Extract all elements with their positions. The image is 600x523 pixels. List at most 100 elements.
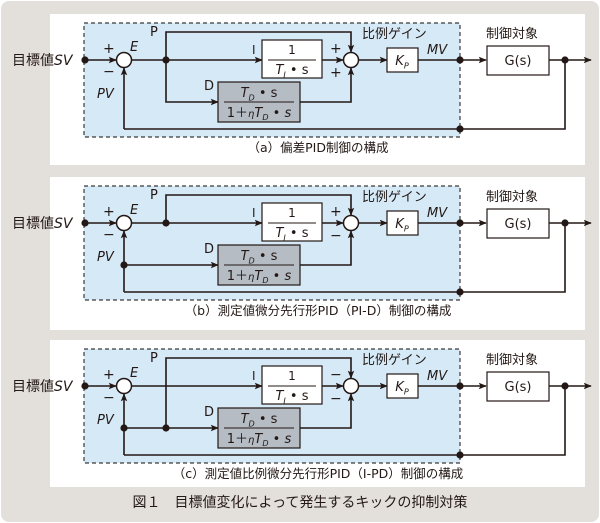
derivative-numerator: TD • s: [241, 86, 278, 102]
error-sum-sign-plus: +: [103, 41, 115, 57]
proportional-gain-title: 比例ゲイン: [362, 353, 427, 368]
integral-block: 1 TI • s: [261, 39, 323, 79]
output-sum-sign-top: −: [330, 367, 342, 383]
derivative-input-line: [165, 60, 219, 106]
plant-block: G(s): [486, 45, 550, 76]
proportional-branch-line: [165, 194, 355, 223]
proportional-gain-title: 比例ゲイン: [362, 27, 427, 42]
error-sum-sign-plus: +: [103, 367, 115, 383]
derivative-to-sum-line: [300, 393, 355, 429]
output-sum-sign-bottom: −: [330, 228, 342, 244]
panel-caption: （a）偏差PID制御の構成: [247, 140, 388, 155]
pv-label: PV: [97, 250, 115, 265]
feedback-line: [124, 386, 566, 456]
pv-label: PV: [97, 413, 115, 428]
integral-label: I: [252, 369, 256, 383]
feedback-dot: [456, 288, 464, 296]
setpoint-label: 目標値SV: [12, 53, 74, 69]
proportional-gain-title: 比例ゲイン: [362, 190, 427, 205]
integral-numerator: 1: [288, 369, 296, 383]
output-summing-junction: [342, 51, 360, 69]
derivative-block: TD • s 1＋ηTD • s: [217, 407, 301, 449]
setpoint-label: 目標値SV: [12, 379, 74, 395]
integral-block-box: [261, 365, 323, 405]
panel-caption: （b）測定値微分先行形PID（PI-D）制御の構成: [185, 303, 452, 318]
derivative-to-sum-line: [300, 230, 355, 266]
proportional-label: P: [150, 351, 158, 366]
output-sum-sign-top: +: [330, 204, 342, 220]
plant-title: 制御対象: [486, 353, 538, 368]
mv-label: MV: [427, 43, 448, 58]
output-sum-sign-bottom: +: [330, 65, 342, 81]
integral-block: 1 TI • s: [261, 365, 323, 405]
plant-transfer-function: G(s): [505, 380, 532, 395]
output-summing-junction: [342, 214, 360, 232]
error-sum-sign-minus: −: [103, 64, 115, 80]
panel-caption: （c）測定値比例微分先行形PID（I-PD）制御の構成: [173, 466, 464, 481]
error-label: E: [130, 40, 139, 55]
derivative-numerator: TD • s: [241, 249, 278, 265]
feedback-dot: [456, 451, 464, 459]
plant-block: G(s): [486, 371, 550, 402]
error-label: E: [130, 203, 139, 218]
error-sum-sign-minus: −: [103, 390, 115, 406]
derivative-to-sum-line: [300, 67, 355, 103]
integral-denominator: TI • s: [275, 226, 308, 242]
plant-title: 制御対象: [486, 190, 538, 205]
panel-a: 目標値SV + −E PV I P D 1 TI • s TD • s 1＋ηTD • s + + 比例ゲ…: [12, 14, 592, 165]
gain-label: KP: [395, 217, 409, 233]
proportional-label: P: [150, 188, 158, 203]
integral-denominator: TI • s: [275, 389, 308, 405]
proportional-branch-line: [165, 31, 355, 60]
integral-label: I: [252, 43, 256, 57]
derivative-numerator: TD • s: [241, 412, 278, 428]
figure-caption: 図１ 目標値変化によって発生するキックの抑制対策: [133, 494, 468, 511]
feedback-dot: [456, 125, 464, 133]
derivative-denominator: 1＋ηTD • s: [227, 269, 292, 285]
error-label: E: [130, 366, 139, 381]
derivative-block: TD • s 1＋ηTD • s: [217, 244, 301, 286]
setpoint-label: 目標値SV: [12, 216, 74, 232]
mv-label: MV: [427, 369, 448, 384]
plant-transfer-function: G(s): [505, 54, 532, 69]
process-output-dot: [561, 219, 569, 227]
feedback-line: [124, 223, 566, 293]
derivative-denominator: 1＋ηTD • s: [227, 106, 292, 122]
integral-block-box: [261, 202, 323, 242]
proportional-gain-block: KP: [386, 47, 419, 73]
proportional-branch-line: [165, 357, 355, 428]
output-sum-sign-top: +: [330, 41, 342, 57]
plant-title: 制御対象: [486, 27, 538, 42]
gain-label: KP: [395, 54, 409, 70]
gain-box: [386, 210, 419, 236]
integral-denominator: TI • s: [275, 63, 308, 79]
error-sum-sign-minus: −: [103, 227, 115, 243]
process-output-dot: [561, 56, 569, 64]
gain-label: KP: [395, 380, 409, 396]
proportional-gain-block: KP: [386, 210, 419, 236]
derivative-label: D: [204, 79, 214, 94]
plant-block: G(s): [486, 208, 550, 239]
integral-block-box: [261, 39, 323, 79]
integral-numerator: 1: [288, 43, 296, 57]
integral-block: 1 TI • s: [261, 202, 323, 242]
pv-label: PV: [97, 87, 115, 102]
process-output-dot: [561, 382, 569, 390]
proportional-label: P: [150, 25, 158, 40]
output-summing-junction: [342, 377, 360, 395]
derivative-denominator: 1＋ηTD • s: [227, 432, 292, 448]
output-sum-sign-bottom: −: [330, 391, 342, 407]
proportional-gain-block: KP: [386, 373, 419, 399]
mv-label: MV: [427, 206, 448, 221]
derivative-block: TD • s 1＋ηTD • s: [217, 81, 301, 123]
derivative-label: D: [204, 405, 214, 420]
integral-numerator: 1: [288, 206, 296, 220]
integral-label: I: [252, 206, 256, 220]
plant-transfer-function: G(s): [505, 217, 532, 232]
feedback-line: [124, 60, 566, 130]
derivative-label: D: [204, 242, 214, 257]
plant-box: [486, 371, 550, 402]
